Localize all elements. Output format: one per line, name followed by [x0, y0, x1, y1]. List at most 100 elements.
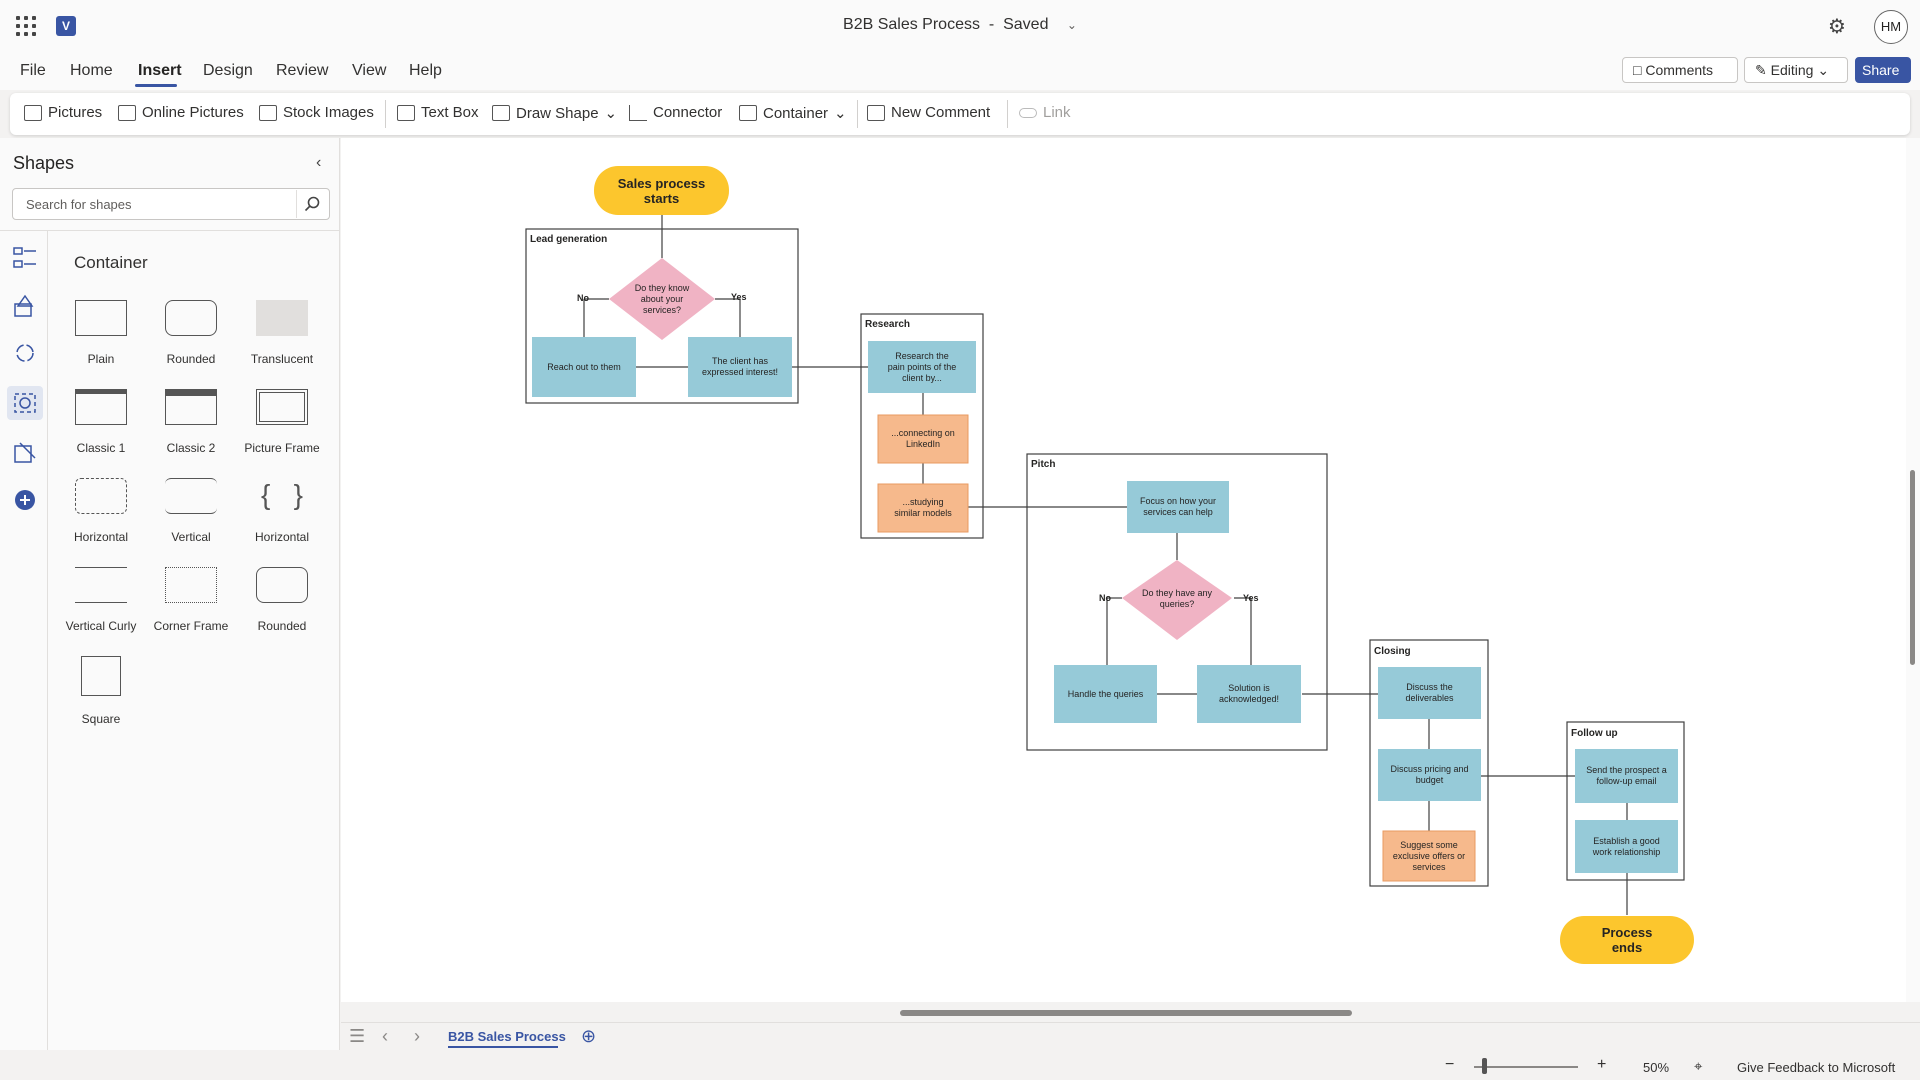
process-research-pain-points[interactable] — [868, 341, 976, 393]
corner-frame-icon — [165, 567, 217, 603]
container-tile-translucent[interactable]: Translucent — [237, 300, 327, 366]
container-label-follow-up[interactable]: Follow up — [1571, 728, 1618, 739]
subprocess-linkedin[interactable] — [877, 414, 969, 464]
comments-button[interactable]: □ Comments — [1622, 57, 1738, 83]
process-solution-acknowledged[interactable] — [1197, 665, 1301, 723]
connector-button[interactable]: Connector — [629, 104, 722, 121]
document-name: B2B Sales Process — [843, 16, 980, 33]
chevron-down-icon: ⌄ — [834, 105, 847, 122]
tab-help[interactable]: Help — [409, 62, 442, 79]
container-tile-horizontal[interactable]: Horizontal — [56, 478, 146, 544]
subprocess-similar-models[interactable] — [877, 483, 969, 533]
sheet-list-icon[interactable]: ☰ — [349, 1026, 366, 1046]
ribbon-divider — [857, 100, 858, 128]
cycle-stencil-icon[interactable] — [12, 341, 38, 365]
flowchart-stencil-icon[interactable] — [12, 246, 38, 270]
draw-shape-button[interactable]: Draw Shape⌄ — [492, 104, 617, 122]
plain-container-icon — [75, 300, 127, 336]
process-follow-up-email[interactable] — [1575, 749, 1678, 803]
sheet-tabs-bar — [341, 1022, 1920, 1052]
stock-images-button[interactable]: Stock Images — [259, 104, 374, 121]
tab-view[interactable]: View — [352, 62, 387, 79]
container-stencil-icon[interactable] — [12, 391, 38, 415]
tab-design[interactable]: Design — [203, 62, 253, 79]
container-label-lead-generation[interactable]: Lead generation — [530, 234, 607, 245]
container-label-closing[interactable]: Closing — [1374, 646, 1411, 657]
decision-know-services-text: Do they know about your services? — [634, 282, 690, 315]
process-client-interest[interactable] — [688, 337, 792, 397]
container-tile-picture-frame[interactable]: Picture Frame — [237, 389, 327, 455]
tab-insert[interactable]: Insert — [138, 62, 182, 79]
tab-b2b-sales-process[interactable]: B2B Sales Process — [448, 1029, 566, 1044]
container-tile-vertical[interactable]: Vertical — [146, 478, 236, 544]
container-tile-classic-2[interactable]: Classic 2 — [146, 389, 236, 455]
tab-home[interactable]: Home — [70, 62, 113, 79]
container-label-pitch[interactable]: Pitch — [1031, 459, 1055, 470]
callout-stencil-icon[interactable] — [12, 440, 38, 464]
shape-search-box[interactable] — [12, 188, 330, 220]
process-discuss-deliverables[interactable] — [1378, 667, 1481, 719]
feedback-link[interactable]: Give Feedback to Microsoft — [1737, 1060, 1896, 1075]
tab-review[interactable]: Review — [276, 62, 329, 79]
branch-label-yes[interactable]: Yes — [731, 292, 747, 302]
container-tile-rounded[interactable]: Rounded — [146, 300, 236, 366]
pane-divider — [0, 230, 340, 231]
branch-label-no[interactable]: No — [1099, 593, 1111, 603]
similar-models-text: ...studying similar models — [894, 497, 952, 518]
container-tile-classic-1[interactable]: Classic 1 — [56, 389, 146, 455]
container-tile-horizontal-curly[interactable]: { }Horizontal — [254, 479, 310, 544]
add-stencil-icon[interactable] — [12, 488, 38, 512]
add-sheet-icon[interactable]: ⊕ — [581, 1026, 597, 1046]
search-icon[interactable] — [304, 196, 320, 212]
share-button[interactable]: Share — [1855, 57, 1911, 83]
document-title[interactable]: B2B Sales Process - Saved ⌄ — [843, 16, 1077, 33]
container-label-research[interactable]: Research — [865, 319, 910, 330]
subprocess-exclusive-offers[interactable] — [1382, 830, 1476, 882]
container-tile-plain[interactable]: Plain — [56, 300, 146, 366]
pencil-icon: ✎ — [1755, 62, 1767, 78]
decision-any-queries[interactable] — [1122, 560, 1232, 640]
chevron-left-icon[interactable]: ‹ — [316, 154, 322, 171]
chevron-left-icon[interactable]: ‹ — [382, 1026, 388, 1046]
process-reach-out[interactable] — [532, 337, 636, 397]
container-tile-square[interactable]: Square — [56, 656, 146, 726]
start-terminal[interactable] — [594, 166, 729, 215]
process-work-relationship[interactable] — [1575, 820, 1678, 873]
container-tile-vertical-curly[interactable]: Vertical Curly — [56, 567, 146, 633]
editing-button[interactable]: ✎ Editing ⌄ — [1744, 57, 1848, 83]
picture-frame-container-icon — [256, 389, 308, 425]
vertical-curly-icon — [75, 567, 127, 603]
chevron-right-icon[interactable]: › — [414, 1026, 420, 1046]
vertical-scroll-thumb[interactable] — [1910, 470, 1915, 665]
zoom-slider-thumb[interactable] — [1482, 1058, 1487, 1074]
link-icon — [1019, 107, 1037, 118]
text-box-button[interactable]: Text Box — [397, 104, 479, 121]
chevron-down-icon[interactable]: ⌄ — [1066, 18, 1077, 32]
app-launcher-icon[interactable] — [16, 16, 36, 36]
avatar[interactable]: HM — [1874, 10, 1908, 44]
end-terminal[interactable] — [1560, 916, 1694, 964]
branch-label-no[interactable]: No — [577, 293, 589, 303]
process-handle-queries[interactable] — [1054, 665, 1157, 723]
process-focus-services[interactable] — [1127, 481, 1229, 533]
branch-label-yes[interactable]: Yes — [1243, 593, 1259, 603]
search-input[interactable]: Search for shapes — [26, 197, 132, 212]
zoom-out-icon[interactable]: − — [1445, 1056, 1455, 1073]
link-button[interactable]: Link — [1019, 104, 1071, 121]
basic-shapes-icon[interactable] — [12, 294, 38, 318]
fit-to-window-icon[interactable]: ⌖ — [1694, 1058, 1703, 1075]
tab-file[interactable]: File — [20, 62, 46, 79]
zoom-level[interactable]: 50% — [1643, 1060, 1670, 1075]
horizontal-scroll-thumb[interactable] — [900, 1010, 1352, 1016]
gear-icon[interactable]: ⚙ — [1828, 16, 1846, 38]
process-discuss-pricing[interactable] — [1378, 749, 1481, 801]
new-comment-button[interactable]: New Comment — [867, 104, 990, 121]
container-button[interactable]: Container⌄ — [739, 104, 847, 122]
zoom-slider[interactable] — [1474, 1066, 1578, 1068]
zoom-in-icon[interactable]: + — [1597, 1056, 1607, 1073]
online-pictures-button[interactable]: Online Pictures — [118, 104, 244, 121]
container-tile-rounded-2[interactable]: Rounded — [237, 567, 327, 633]
decision-know-services[interactable] — [609, 258, 715, 340]
pictures-button[interactable]: Pictures — [24, 104, 102, 121]
container-tile-corner-frame[interactable]: Corner Frame — [146, 567, 236, 633]
